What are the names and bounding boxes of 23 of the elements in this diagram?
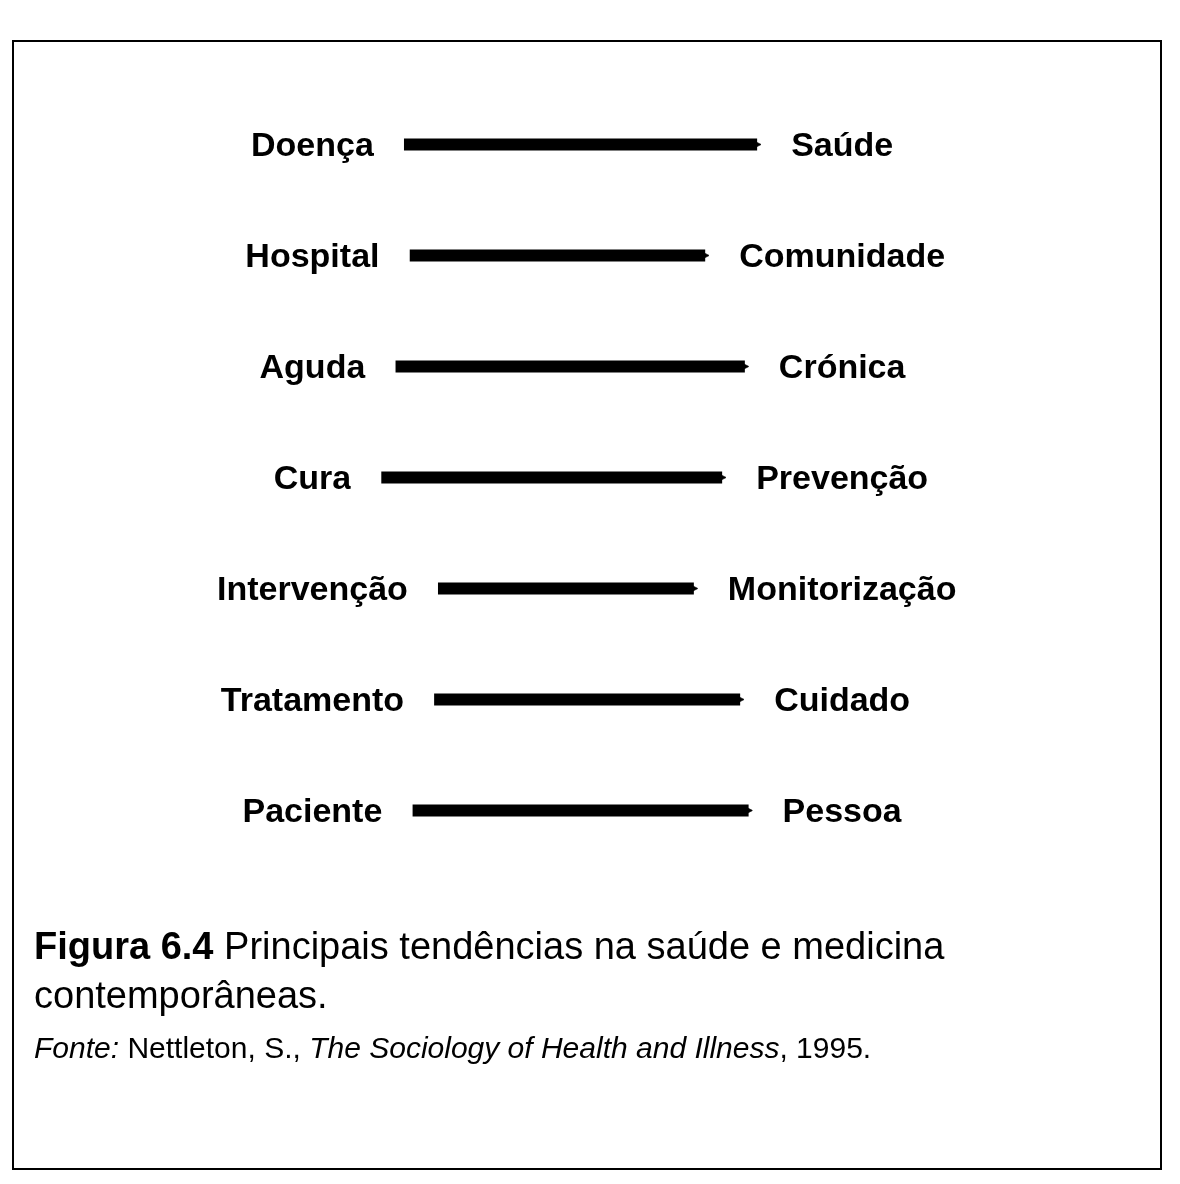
node-text: Prevenção xyxy=(756,457,929,496)
arrow xyxy=(404,138,762,150)
figure-caption: Figura 6.4 Principais tendências na saúde e medicina contemporâneas. xyxy=(34,924,946,1019)
node-text: Cuidado xyxy=(774,679,911,718)
arrow xyxy=(412,804,754,816)
arrow xyxy=(381,471,727,483)
node-text: Paciente xyxy=(242,790,383,829)
node-text: Cura xyxy=(273,457,352,496)
node-text: Comunidade xyxy=(739,235,946,274)
node-text: Aguda xyxy=(259,346,366,385)
node-text: Pessoa xyxy=(782,790,902,829)
arrow xyxy=(409,249,710,261)
node-text: Monitorização xyxy=(728,568,957,607)
arrow xyxy=(434,693,745,705)
node-text: Saúde xyxy=(791,124,894,163)
node-text: Tratamento xyxy=(221,679,405,718)
arrow xyxy=(438,582,699,594)
node-text: Intervenção xyxy=(217,568,409,607)
arrow xyxy=(395,360,750,372)
node-text: Crónica xyxy=(779,346,906,385)
node-text: Doença xyxy=(251,124,375,163)
source-note: Fonte: Nettleton, S., The Sociology of Health and Illness, 1995. xyxy=(34,1030,873,1065)
node-text: Hospital xyxy=(245,235,380,274)
